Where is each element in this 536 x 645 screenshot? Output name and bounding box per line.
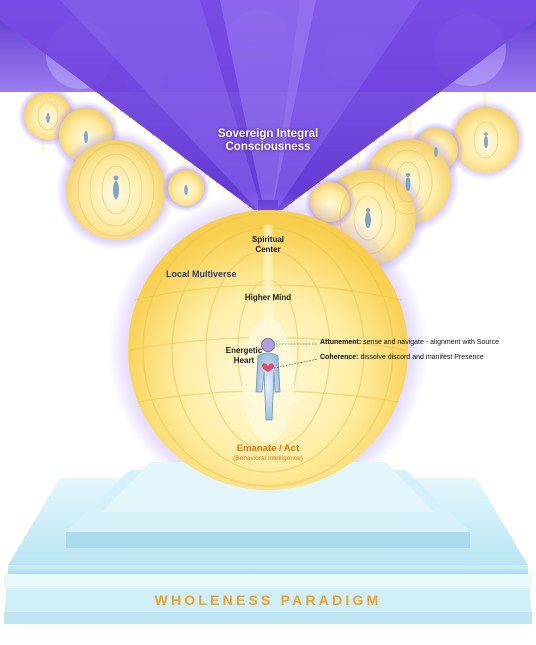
sovereign-line-1: Sovereign Integral (217, 128, 319, 140)
coherence-key: Coherence: (320, 354, 359, 361)
energetic-line-2: Heart (233, 356, 255, 365)
annotation-lines (273, 343, 319, 369)
energetic-heart-label: Energetic Heart (226, 346, 262, 366)
sovereign-line-2: Consciousness (225, 141, 311, 153)
spiritual-center-label: Spiritual Center (252, 235, 284, 255)
central-channel (262, 225, 274, 325)
base-platform (4, 462, 532, 624)
local-multiverse-label: Local Multiverse (166, 269, 237, 279)
emanate-act-label: Emanate / Act (236, 443, 300, 454)
small-figure-icons (46, 113, 488, 228)
attunement-key: Attunement: (320, 339, 362, 346)
consciousness-beam (0, 0, 536, 230)
wholeness-paradigm-label: WHOLENESS PARADIGM (154, 592, 382, 608)
sovereign-consciousness-label: Sovereign Integral Consciousness (218, 128, 318, 154)
coherence-text: dissolve discord and manifest Presence (358, 354, 484, 361)
spiritual-line-1: Spiritual (251, 235, 285, 244)
higher-mind-label: Higher Mind (244, 293, 292, 302)
attunement-note: Attunement: sense and navigate - alignme… (320, 339, 499, 346)
behavioral-intelligence-label: (Behavioral Intelligence) (233, 455, 303, 462)
energetic-line-1: Energetic (225, 346, 263, 355)
spiritual-line-2: Center (255, 245, 281, 254)
sphere-ripples (37, 101, 499, 255)
human-figure-icon (255, 338, 281, 421)
coherence-note: Coherence: dissolve discord and manifest… (320, 354, 484, 361)
heart-icon (262, 363, 274, 372)
attunement-text: sense and navigate - alignment with Sour… (361, 339, 499, 346)
